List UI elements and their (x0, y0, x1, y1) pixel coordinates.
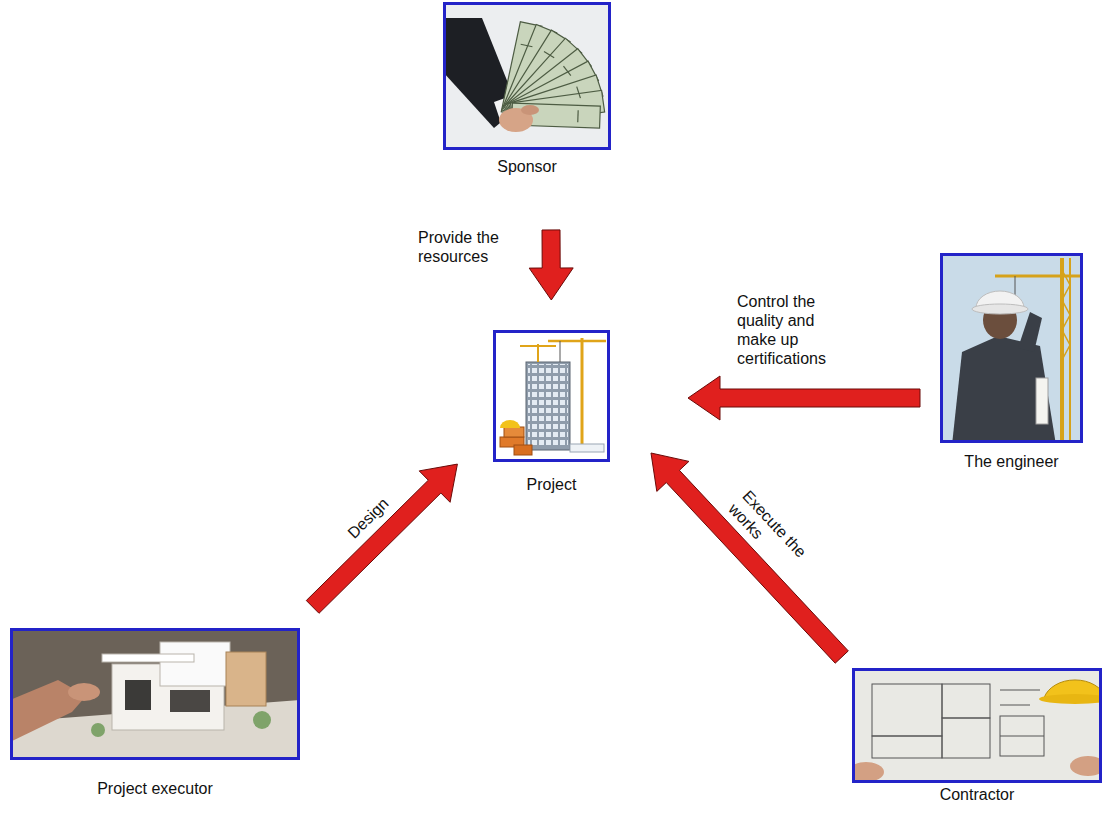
node-caption: Sponsor (497, 158, 557, 176)
plan-room (872, 736, 942, 758)
node-caption: Contractor (940, 786, 1015, 804)
banknote-mark (577, 110, 579, 122)
crane-cable (560, 341, 561, 362)
crane-jib (548, 340, 606, 343)
executor-frame: Project executor (10, 628, 300, 760)
brick (504, 427, 524, 437)
money-picture (443, 2, 611, 150)
model-tree (253, 711, 271, 729)
crane-mast (1060, 258, 1064, 440)
hard-hat (500, 420, 520, 428)
model-window (125, 680, 151, 710)
engineer-arm (1018, 312, 1042, 352)
block-arrow (688, 376, 920, 420)
engineer-picture (940, 253, 1083, 443)
plan-room (942, 684, 990, 718)
edge-label: Control the quality and make up certific… (735, 292, 851, 368)
banknote-mark (577, 87, 581, 98)
edge-label: Design (342, 493, 394, 544)
plan-lines (872, 684, 1044, 758)
brick (514, 445, 532, 455)
picture-ground (493, 330, 610, 462)
block-arrow (529, 230, 573, 300)
banknote-mark (544, 51, 554, 57)
plan-line (1000, 736, 1044, 737)
plan-line (1000, 690, 1040, 691)
picture-ground (443, 2, 611, 150)
thumb (521, 105, 539, 115)
building-windows (528, 364, 568, 448)
contractor-frame: Contractor (852, 668, 1102, 783)
plan-roll (1036, 378, 1048, 424)
model-tree (91, 723, 105, 737)
engineer-frame: The engineer (940, 253, 1083, 443)
project-picture (493, 330, 610, 462)
sponsor-frame: Sponsor (443, 2, 611, 150)
hard-hat-brim (972, 304, 1028, 314)
engineer-jacket (952, 336, 1056, 443)
model-roof (102, 654, 194, 662)
plan-room (1000, 716, 1044, 756)
crane-jib (995, 275, 1083, 278)
helmet-brim (1039, 694, 1102, 704)
crane-lattice (1062, 270, 1070, 360)
model-wood-wall (226, 652, 266, 706)
hand (852, 762, 884, 782)
plan-line (1000, 705, 1030, 706)
node-caption: The engineer (964, 453, 1058, 471)
crane-mast (581, 338, 584, 452)
project-frame: Project (493, 330, 610, 462)
crane-jib (520, 345, 556, 347)
model-upper (160, 642, 230, 686)
hand (1070, 756, 1102, 776)
node-caption: Project executor (97, 780, 213, 798)
plan-room (872, 684, 942, 736)
plan-room (942, 718, 990, 758)
edge-label: Provide the resources (416, 228, 520, 266)
blueprint-picture (852, 668, 1102, 783)
model-window (170, 690, 210, 712)
model-picture (10, 628, 300, 760)
hand (68, 683, 100, 701)
edge-label: Execute the works (723, 485, 816, 581)
banknote-mark (521, 44, 533, 46)
banknote-mark (563, 66, 570, 75)
picture-ground (10, 628, 300, 760)
node-caption: Project (527, 476, 577, 494)
plan-roll (570, 444, 604, 452)
block-arrow (651, 453, 848, 663)
building (526, 362, 570, 450)
block-arrow (306, 464, 457, 613)
